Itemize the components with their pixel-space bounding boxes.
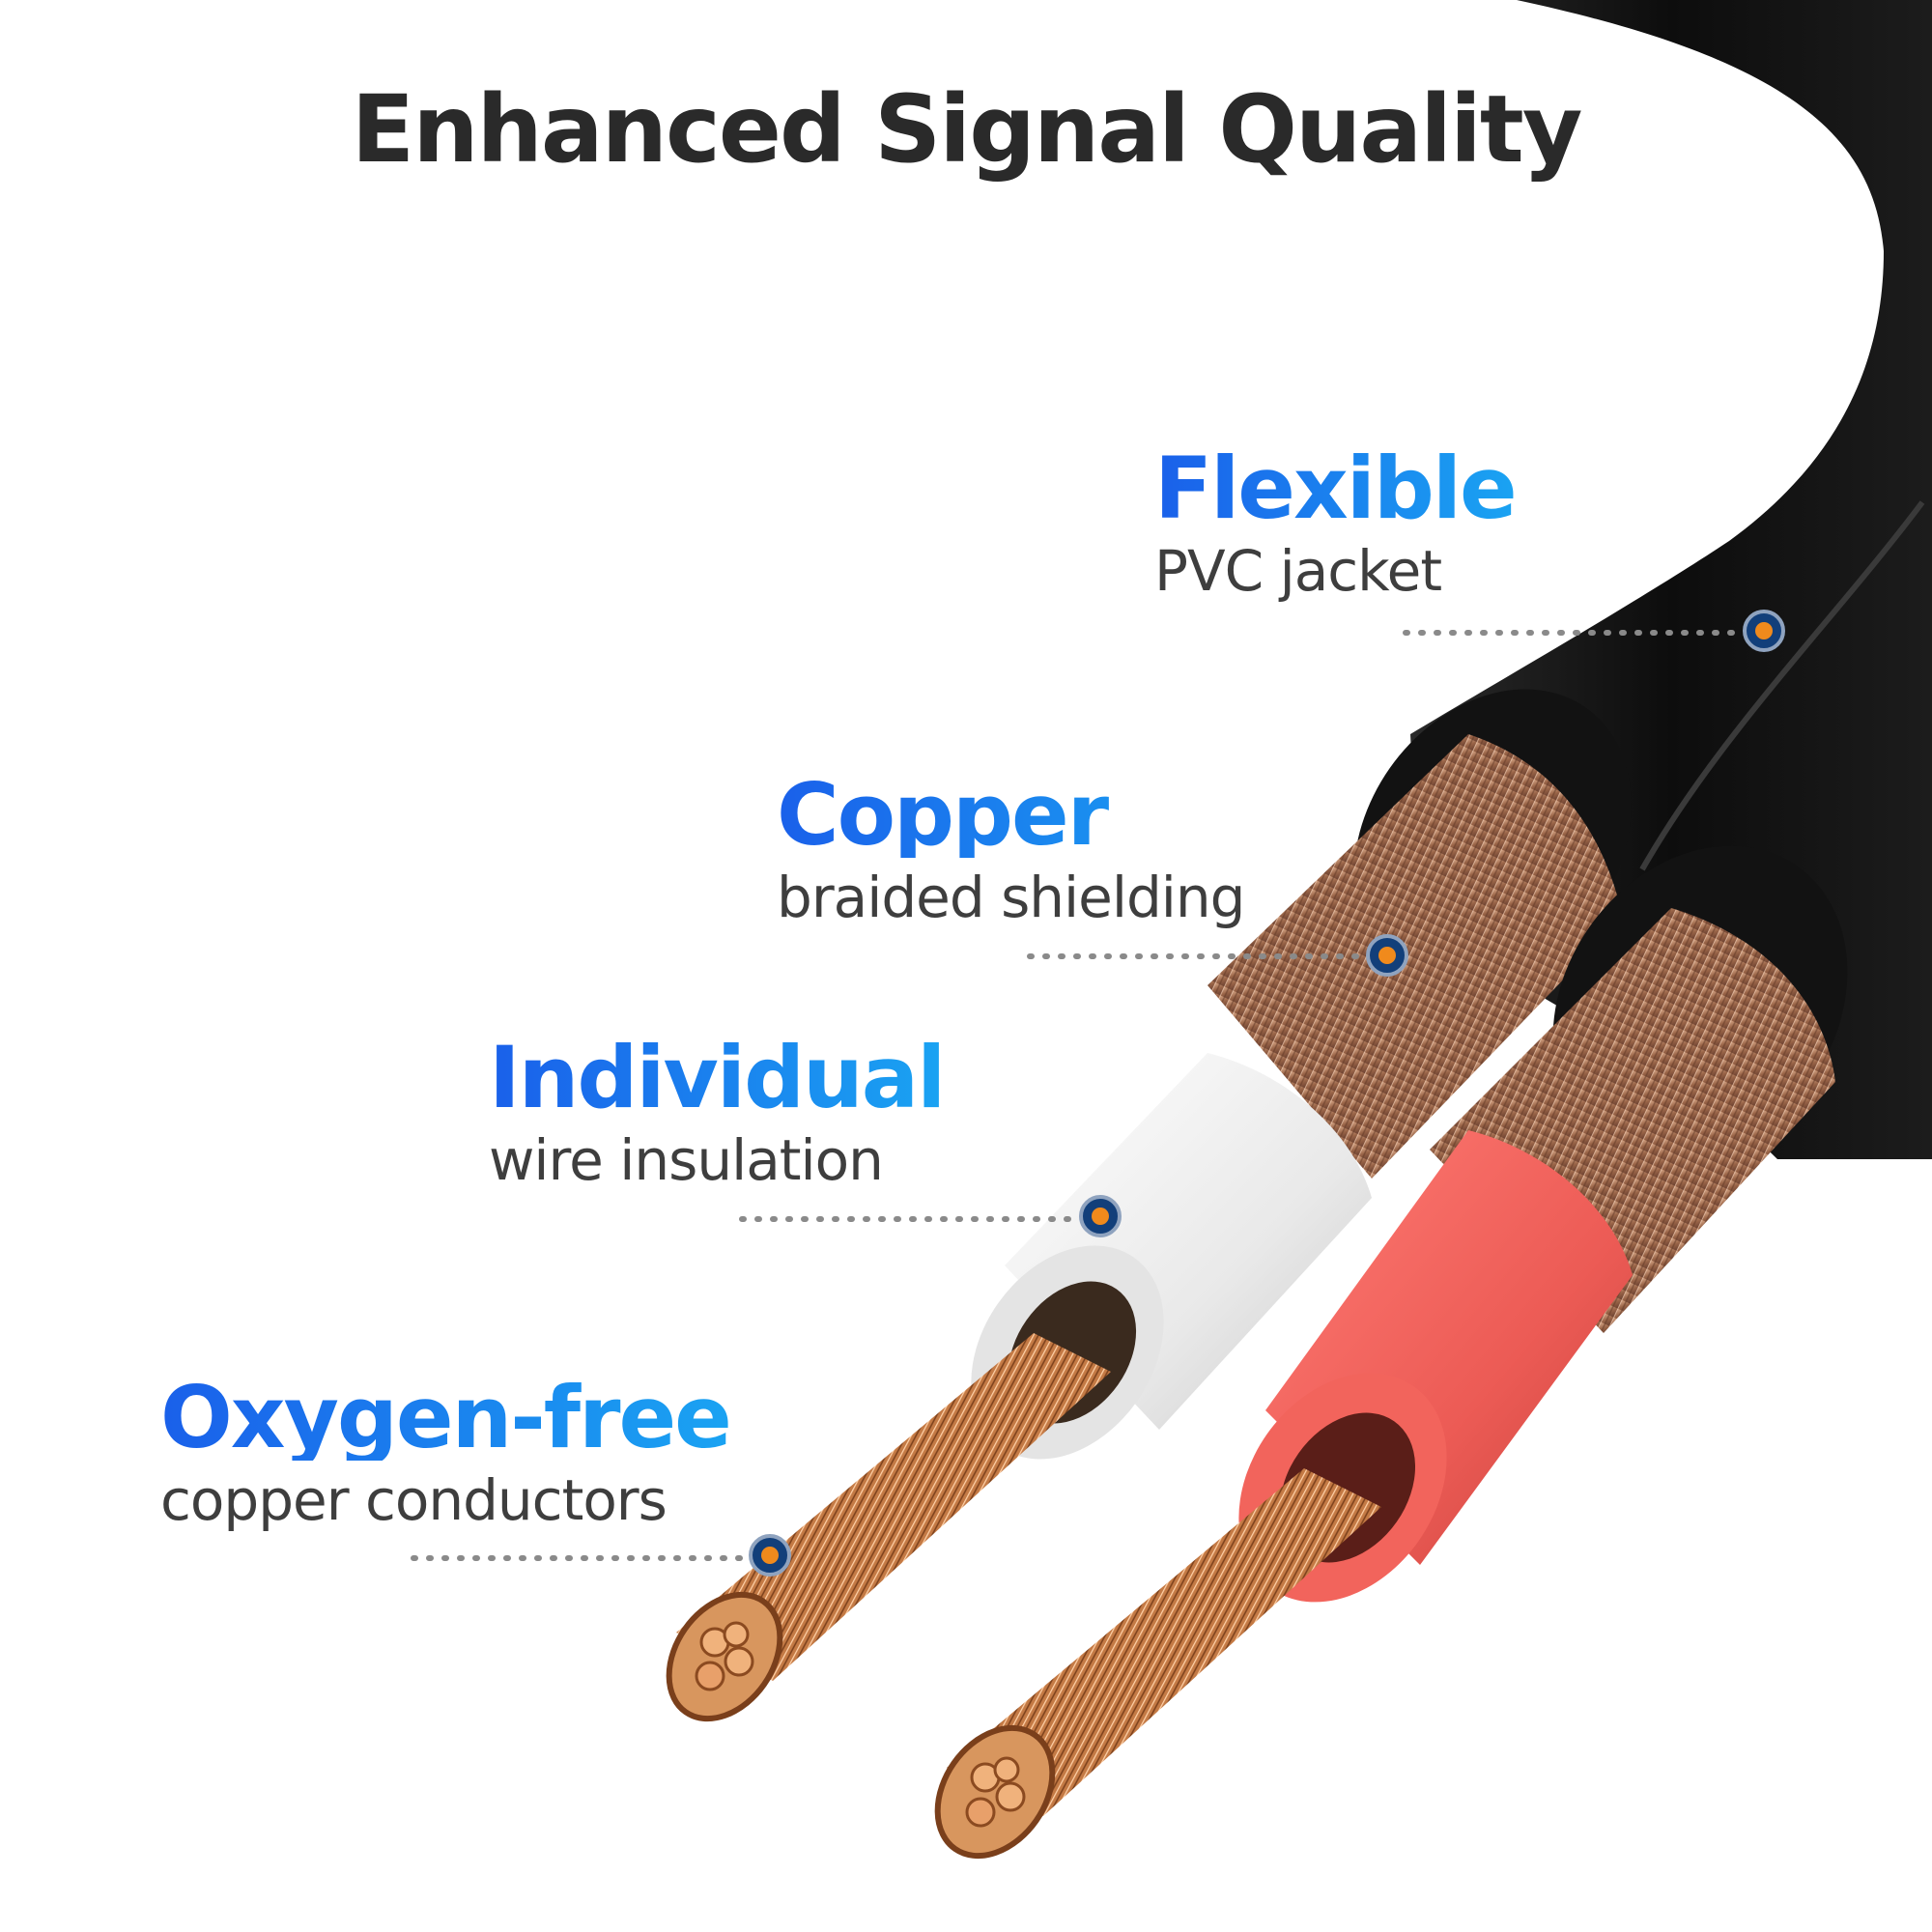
callout-copper: Copper braided shielding [777, 773, 1245, 930]
red-copper-strands [947, 1468, 1381, 1816]
white-braid [1208, 734, 1623, 1179]
callout-headline: Flexible [1154, 439, 1518, 538]
callout-headline: Oxygen-free [160, 1368, 732, 1467]
callout-subtitle: PVC jacket [1154, 538, 1442, 604]
callout-pointer-2 [1027, 934, 1408, 977]
page-title: Enhanced Signal Quality [351, 75, 1583, 184]
white-conductor [666, 689, 1632, 1722]
marker-dot [1378, 947, 1396, 964]
marker-dot [1092, 1208, 1109, 1225]
callout-headline: Copper [777, 773, 1244, 858]
callout-oxygen-free: Oxygen-free copper conductors [160, 1368, 732, 1533]
callout-headline: Individual [489, 1028, 946, 1127]
white-copper-strands [676, 1333, 1111, 1681]
white-copper-end [666, 1591, 783, 1722]
callout-subtitle: wire insulation [489, 1127, 884, 1193]
red-copper-end [934, 1724, 1056, 1860]
callout-subtitle: copper conductors [160, 1467, 668, 1533]
marker-dot [761, 1547, 779, 1564]
marker-dot [1755, 622, 1773, 639]
jacket-seam [1639, 500, 1925, 871]
callout-pointer-4 [411, 1534, 791, 1577]
red-conductor [934, 845, 1848, 1860]
callout-individual: Individual wire insulation [489, 1028, 946, 1193]
callout-flexible: Flexible PVC jacket [1154, 439, 1518, 604]
callout-pointer-3 [739, 1195, 1122, 1237]
callout-subtitle: braided shielding [777, 865, 1245, 930]
callout-pointer-1 [1403, 610, 1785, 652]
